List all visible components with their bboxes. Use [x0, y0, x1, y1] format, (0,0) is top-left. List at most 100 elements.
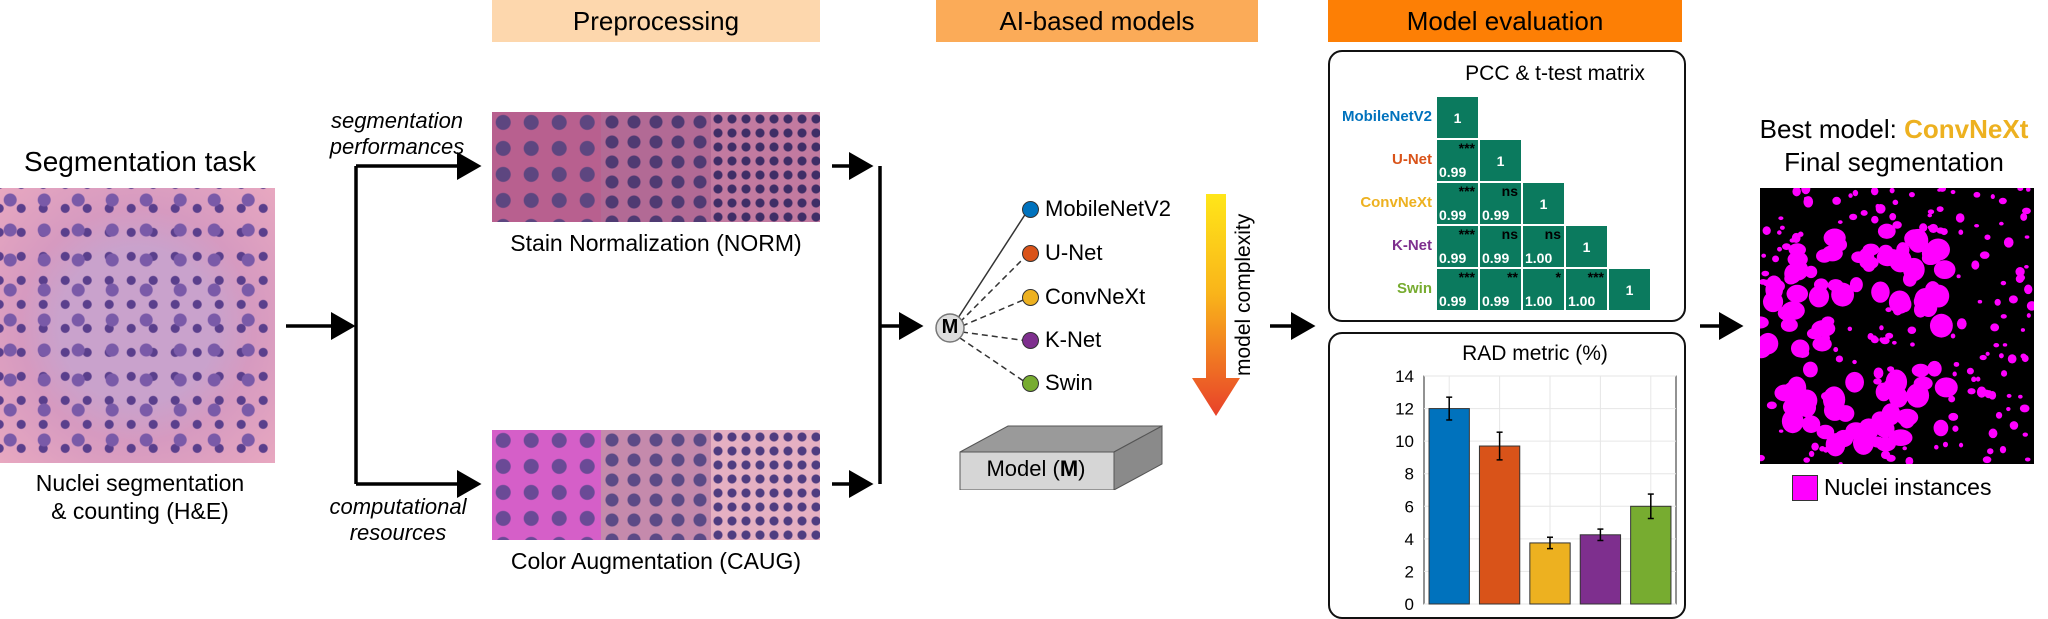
- nucleus-instance: [2003, 237, 2014, 248]
- nucleus-instance: [1870, 188, 1879, 196]
- model-box-label: Model (M): [960, 456, 1112, 482]
- nucleus-instance: [2000, 370, 2008, 377]
- nucleus-instance: [1927, 213, 1933, 218]
- nucleus-instance: [1942, 441, 1949, 448]
- nucleus-instance: [1825, 433, 1846, 457]
- result-title-prefix: Best model:: [1759, 114, 1905, 144]
- y-tick-label: 10: [1395, 432, 1414, 451]
- nucleus-instance: [1905, 456, 1914, 464]
- bar-u-net: [1478, 445, 1521, 605]
- model-box-label-prefix: Model (: [986, 456, 1060, 481]
- model-item: ConvNeXt: [1022, 284, 1145, 310]
- nucleus-instance: [1927, 225, 1932, 230]
- nucleus-instance: [1772, 255, 1780, 263]
- matrix-cell-value: 1: [1582, 238, 1591, 255]
- task-caption-2: & counting (H&E): [51, 498, 229, 524]
- nucleus-instance: [1823, 399, 1846, 421]
- matrix-row-label: U-Net: [1392, 151, 1432, 168]
- nucleus-instance: [1766, 401, 1777, 410]
- model-name: MobileNetV2: [1045, 196, 1171, 221]
- nucleus-instance: [1875, 203, 1881, 210]
- nucleus-instance: [2000, 314, 2007, 319]
- nucleus-instance: [1833, 347, 1839, 353]
- nucleus-instance: [1892, 199, 1899, 206]
- nucleus-instance: [1816, 249, 1833, 263]
- header-evaluation: Model evaluation: [1328, 0, 1682, 42]
- nucleus-instance: [1808, 450, 1815, 458]
- header-evaluation-label: Model evaluation: [1406, 5, 1604, 36]
- model-name: K-Net: [1045, 327, 1102, 352]
- result-legend: Nuclei instances: [1792, 474, 1991, 501]
- nucleus-instance: [1993, 342, 2000, 348]
- nucleus-instance: [1899, 413, 1915, 429]
- nucleus-instance: [1801, 415, 1821, 433]
- nucleus-instance: [1956, 274, 1961, 279]
- result-legend-label: Nuclei instances: [1824, 474, 1992, 500]
- nucleus-instance: [1955, 213, 1965, 223]
- matrix-cell: 1: [1522, 182, 1565, 225]
- nucleus-instance: [1831, 450, 1838, 456]
- nucleus-instance: [1889, 188, 1895, 194]
- model-name: U-Net: [1045, 240, 1103, 265]
- nucleus-instance: [1999, 445, 2007, 454]
- nucleus-instance: [2017, 188, 2024, 192]
- nucleus-instance: [1995, 411, 2003, 419]
- matrix-cell-value: 0.99: [1482, 293, 1510, 309]
- nucleus-instance: [1886, 454, 1896, 462]
- matrix-cell-significance: ns: [1501, 183, 1518, 199]
- nucleus-instance: [1953, 361, 1960, 367]
- matrix-cell: 1: [1565, 225, 1608, 268]
- nucleus-instance: [1936, 206, 1944, 212]
- nucleus-instance: [1795, 348, 1810, 358]
- bar-mobilenetv2: [1428, 408, 1470, 605]
- nucleus-instance: [1976, 386, 1987, 398]
- nucleus-instance: [1845, 422, 1867, 440]
- nucleus-instance: [1937, 427, 1943, 432]
- nucleus-instance: [1999, 221, 2004, 226]
- nucleus-instance: [2009, 421, 2019, 430]
- nucleus-instance: [1971, 260, 1980, 270]
- nucleus-instance: [1811, 442, 1819, 451]
- nucleus-instance: [2019, 404, 2030, 413]
- he-tissue-image: [0, 188, 275, 463]
- nucleus-instance: [1911, 363, 1930, 378]
- matrix-cell-significance: **: [1507, 269, 1518, 285]
- y-tick-label: 2: [1405, 562, 1414, 581]
- nucleus-instance: [1831, 282, 1855, 307]
- matrix-cell: 1.00***: [1565, 268, 1608, 311]
- nucleus-instance: [1873, 378, 1882, 385]
- nucleus-instance: [2026, 313, 2031, 318]
- norm-label: Stain Normalization (NORM): [510, 230, 802, 256]
- nucleus-instance: [1926, 238, 1950, 261]
- nucleus-instance: [1787, 251, 1808, 267]
- model-box-icon: [959, 425, 1163, 490]
- matrix-cell-significance: ***: [1458, 140, 1475, 156]
- nucleus-instance: [1936, 227, 1945, 234]
- branch-label-top-2: performances: [329, 134, 465, 159]
- nucleus-instance: [2015, 266, 2025, 277]
- matrix-cell-value: 1: [1539, 195, 1548, 212]
- nucleus-instance: [1777, 305, 1799, 321]
- result-best-model: ConvNeXt: [1904, 114, 2029, 144]
- matrix-cell: 0.99***: [1436, 139, 1479, 182]
- matrix-cell-significance: *: [1555, 269, 1561, 285]
- matrix-cell: 0.99 **: [1479, 268, 1522, 311]
- branch-label-top-1: segmentation: [330, 108, 464, 133]
- norm-tile-2: [601, 112, 711, 222]
- nuclei-swatch-icon: [1792, 474, 1818, 501]
- model-hub-circle: [935, 313, 965, 343]
- nucleus-instance: [1952, 371, 1957, 377]
- branch-label-bottom-1: computational: [329, 494, 467, 519]
- nucleus-instance: [1879, 325, 1884, 331]
- nucleus-instance: [1885, 332, 1894, 339]
- nucleus-instance: [1852, 359, 1857, 365]
- nucleus-instance: [1871, 281, 1890, 303]
- nucleus-instance: [1838, 462, 1843, 464]
- nucleus-instance: [1910, 342, 1915, 347]
- model-name: Swin: [1045, 370, 1093, 395]
- nucleus-instance: [1881, 403, 1901, 426]
- caug-label: Color Augmentation (CAUG): [510, 548, 802, 574]
- matrix-cell-value: 0.99: [1482, 250, 1510, 266]
